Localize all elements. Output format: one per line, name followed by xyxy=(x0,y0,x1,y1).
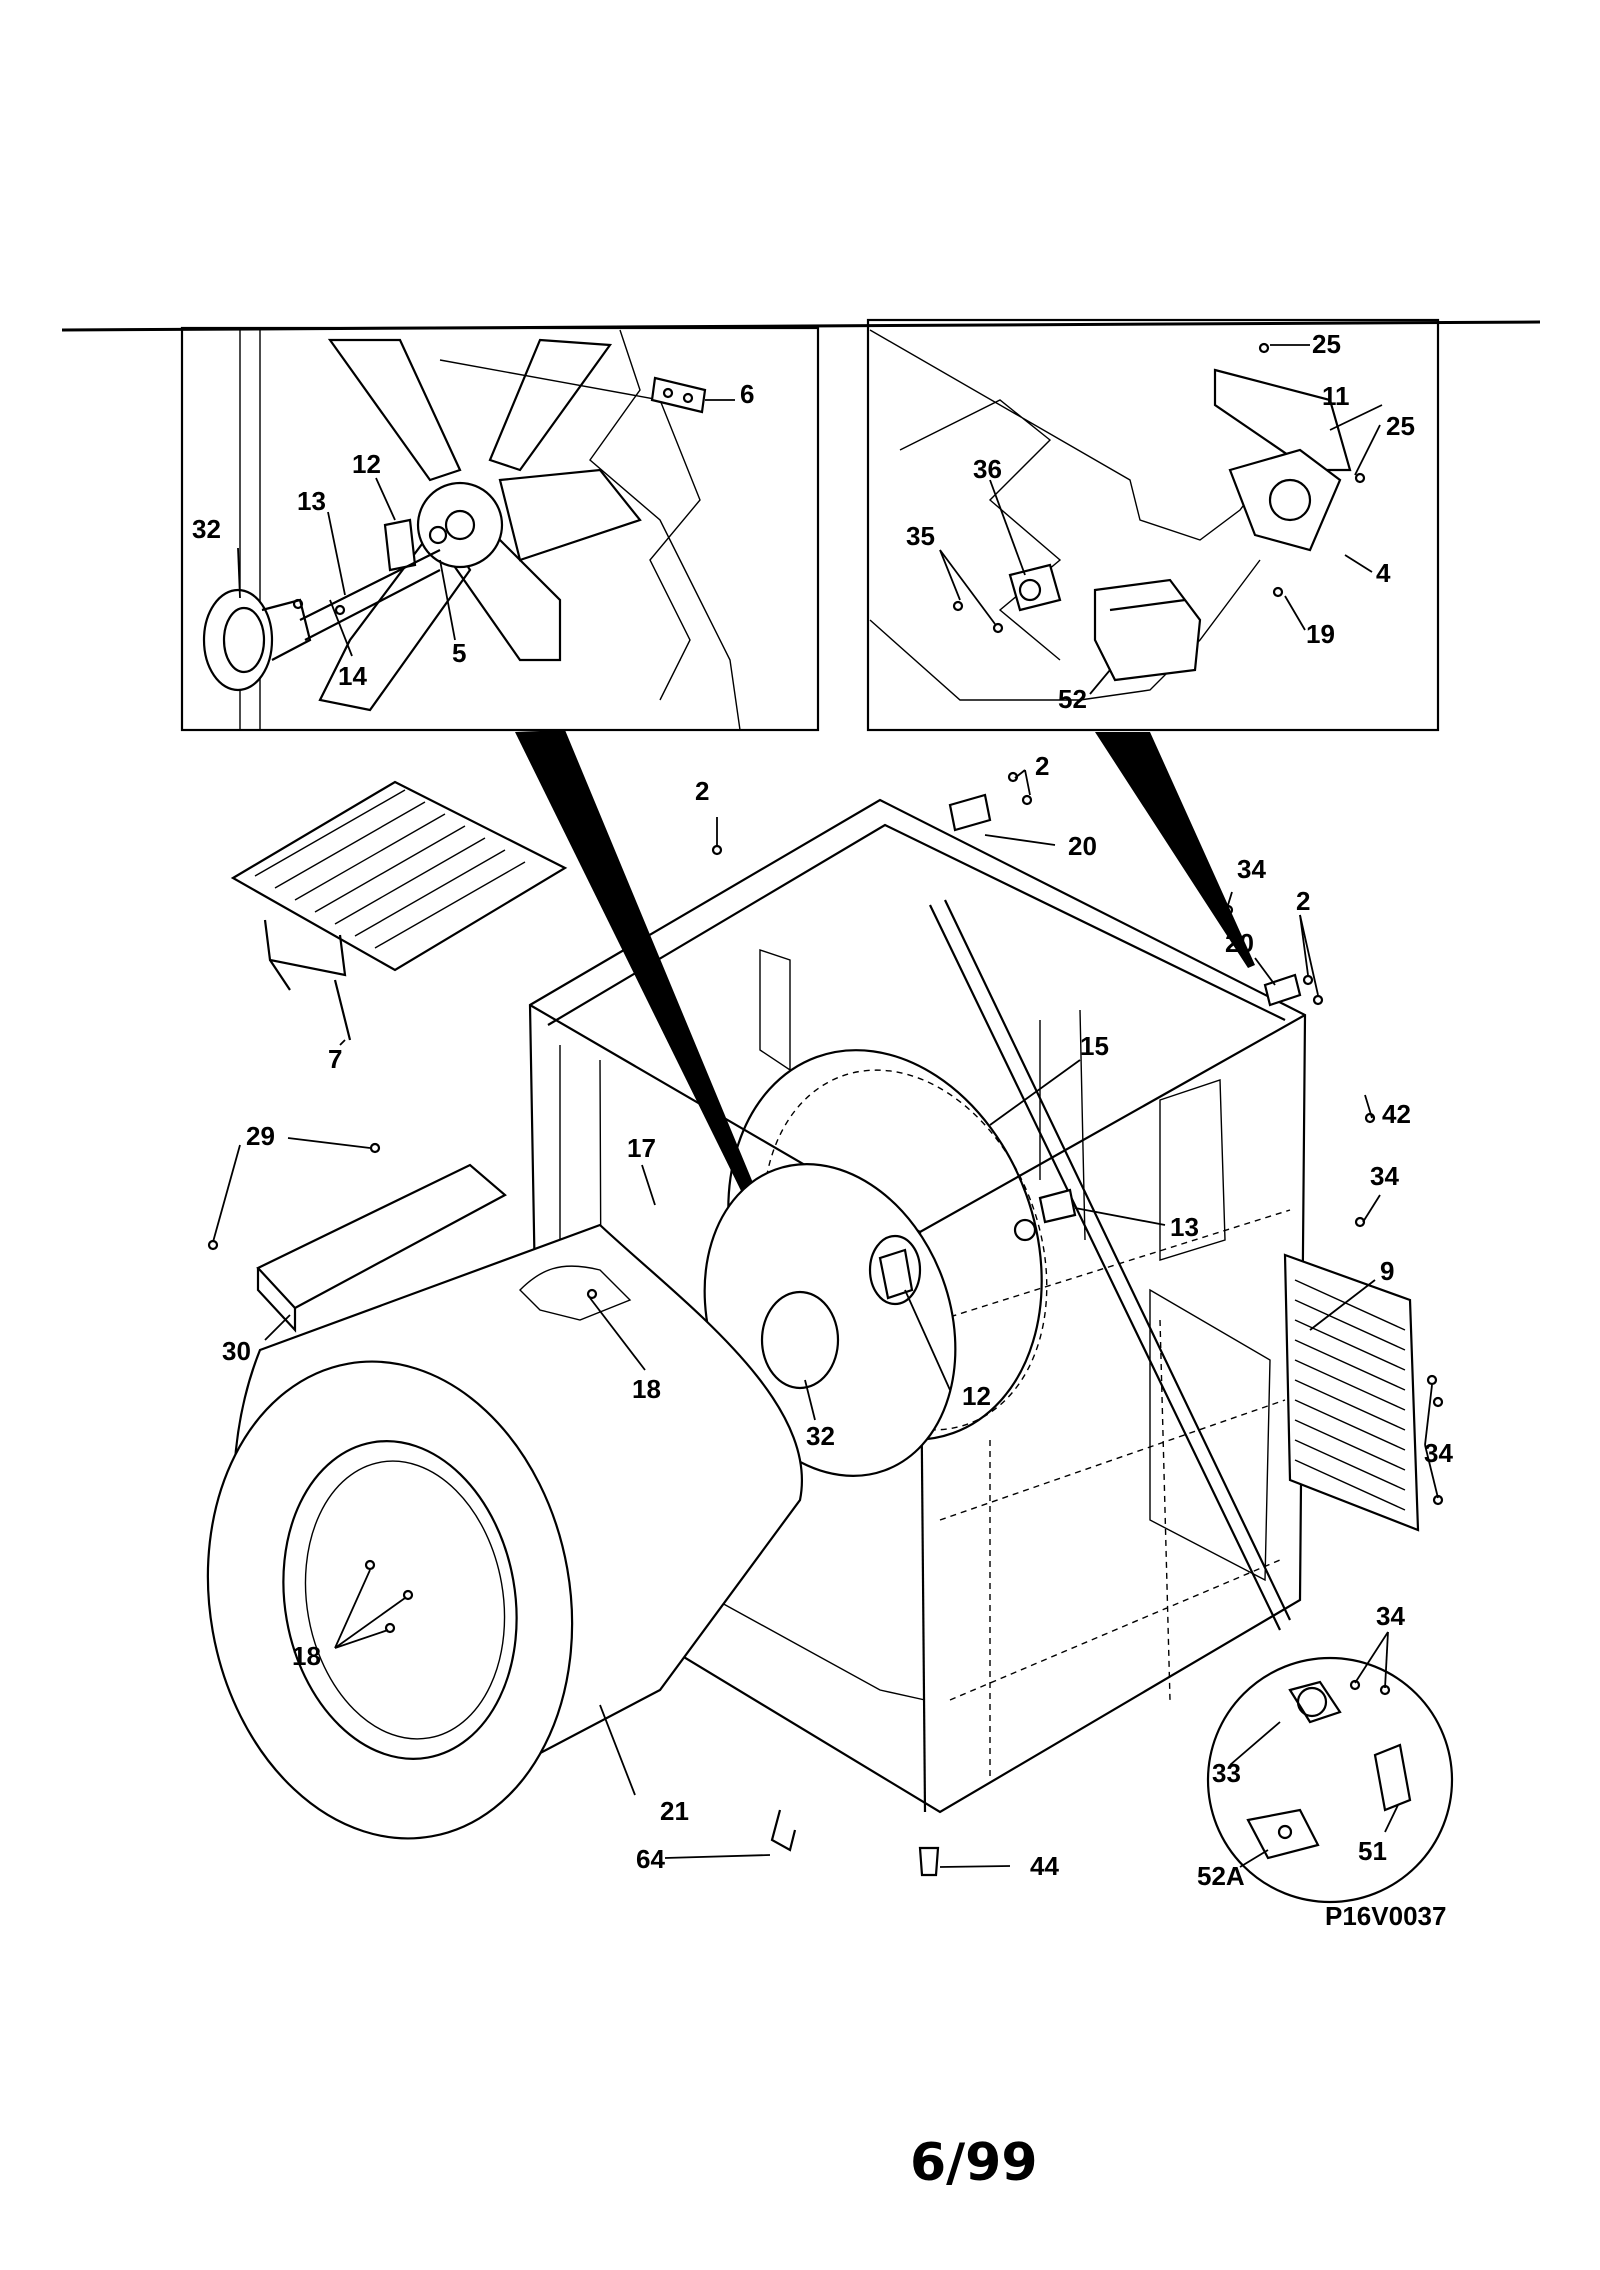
small-parts xyxy=(711,771,1376,1877)
callout-30: 30 xyxy=(222,1336,251,1366)
callout-35: 35 xyxy=(906,521,935,551)
callout-17: 17 xyxy=(627,1133,656,1163)
lint-duct xyxy=(207,1142,507,1333)
callout-25: 25 xyxy=(1312,329,1341,359)
callout-32: 32 xyxy=(806,1421,835,1451)
inset-rear-bearing xyxy=(180,326,820,732)
callout-33: 33 xyxy=(1212,1758,1241,1788)
callout-2: 2 xyxy=(695,776,709,806)
figure-id: P16V0037 xyxy=(1325,1901,1446,1931)
callout-21: 21 xyxy=(660,1796,689,1826)
callout-34: 34 xyxy=(1424,1438,1453,1468)
callout-20: 20 xyxy=(1225,928,1254,958)
callout-44: 44 xyxy=(1030,1851,1059,1881)
callout-12: 12 xyxy=(352,449,381,479)
inset-control-mount xyxy=(866,318,1440,732)
drying-rack xyxy=(230,780,568,1041)
callout-18: 18 xyxy=(292,1641,321,1671)
pointer-wedge-left xyxy=(515,730,785,1270)
page-number: 6/99 xyxy=(910,2133,1038,2193)
callout-64: 64 xyxy=(636,1844,665,1874)
callout-13: 13 xyxy=(1170,1212,1199,1242)
callout-52a: 52A xyxy=(1197,1861,1245,1891)
callout-5: 5 xyxy=(452,638,466,668)
callout-52: 52 xyxy=(1058,684,1087,714)
callout-4: 4 xyxy=(1376,558,1391,588)
callout-9: 9 xyxy=(1380,1256,1394,1286)
callout-51: 51 xyxy=(1358,1836,1387,1866)
callout-7: 7 xyxy=(328,1044,342,1074)
callout-29: 29 xyxy=(246,1121,275,1151)
callout-36: 36 xyxy=(973,454,1002,484)
rear-panel xyxy=(1283,1253,1444,1532)
callout-2: 2 xyxy=(1296,886,1310,916)
pointer-wedge-right xyxy=(1095,732,1255,968)
callout-34: 34 xyxy=(1237,854,1266,884)
inset-thermostat xyxy=(1206,1656,1454,1904)
callout-18: 18 xyxy=(632,1374,661,1404)
callout-20: 20 xyxy=(1068,831,1097,861)
callout-13: 13 xyxy=(297,486,326,516)
callout-12: 12 xyxy=(962,1381,991,1411)
callout-2: 2 xyxy=(1035,751,1049,781)
leader-lines xyxy=(212,769,1439,1868)
callout-19: 19 xyxy=(1306,619,1335,649)
callout-25: 25 xyxy=(1386,411,1415,441)
callout-14: 14 xyxy=(338,661,367,691)
callout-34: 34 xyxy=(1376,1601,1405,1631)
callout-32: 32 xyxy=(192,514,221,544)
callout-11: 11 xyxy=(1322,381,1350,411)
callout-labels: 6 12 13 32 14 5 25 11 25 36 35 4 19 52 2… xyxy=(192,329,1453,1891)
callout-42: 42 xyxy=(1382,1099,1411,1129)
callout-15: 15 xyxy=(1080,1031,1109,1061)
front-drum xyxy=(206,1223,803,1840)
callout-34: 34 xyxy=(1370,1161,1399,1191)
callout-6: 6 xyxy=(740,379,754,409)
